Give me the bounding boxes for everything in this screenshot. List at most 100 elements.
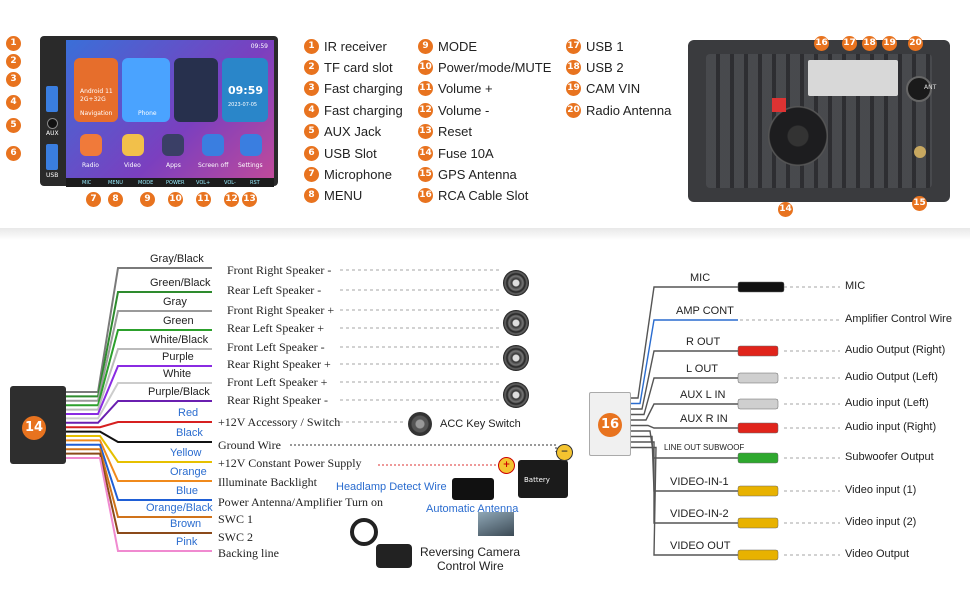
rca-wire (629, 350, 738, 410)
settings-icon (240, 134, 262, 156)
legend-label: Microphone (324, 166, 392, 182)
antenna-car-icon (478, 512, 514, 536)
rca-wire (629, 377, 738, 416)
usb-port-icon (46, 86, 58, 112)
rca-line-label: VIDEO-IN-1 (670, 476, 729, 488)
harness-wire (66, 310, 212, 402)
legend-number-badge: 13 (418, 124, 433, 140)
legend-label: AUX Jack (324, 124, 382, 140)
callout-5: 5 (6, 118, 21, 133)
harness-wire (66, 448, 212, 518)
rca-wire (629, 435, 738, 492)
rca-function-label: Amplifier Control Wire (845, 313, 952, 325)
legend-label: CAM VIN (586, 81, 641, 97)
callout-2: 2 (6, 54, 21, 69)
harness-wire (66, 457, 212, 552)
wire-color-label: Gray (163, 296, 187, 308)
wire-color-label: Purple/Black (148, 386, 210, 398)
legend-number-badge: 11 (418, 81, 433, 97)
wire-function-label: Illuminate Backlight (218, 475, 317, 489)
rca-connector-port (808, 60, 898, 96)
wire-color-label: Purple (162, 351, 194, 363)
app-phone-label: Phone (138, 110, 157, 117)
wire-function-label: Front Left Speaker + (227, 375, 328, 389)
wire-function-label: +12V Constant Power Supply (218, 456, 362, 470)
callout-10: 10 (168, 192, 183, 207)
rca-function-label: MIC (845, 280, 866, 292)
wire-function-label: +12V Accessory / Switch (218, 415, 341, 429)
minus-icon: − (556, 444, 573, 461)
rca-plug-icon (737, 345, 779, 357)
legend-label: Radio Antenna (586, 102, 672, 118)
wire-function-label: Rear Left Speaker + (227, 321, 325, 335)
video-icon (122, 134, 144, 156)
wire-function-label: Front Right Speaker + (227, 303, 335, 317)
rca-wire (629, 403, 738, 421)
acc-key-icon (408, 412, 432, 436)
voldown-button-label: VOL- (224, 180, 236, 186)
rca-plug-icon (737, 517, 779, 529)
battery-label: Battery (524, 476, 550, 484)
rca-plug-icon (737, 485, 779, 497)
callout-3: 3 (6, 72, 21, 87)
legend-label: MENU (324, 188, 363, 204)
aux-label: AUX (46, 130, 59, 137)
navigation-tile: Android 11 2G+32G Navigation (74, 58, 118, 122)
wire-color-label: Pink (176, 536, 198, 548)
wire-function-label: Rear Right Speaker - (227, 393, 328, 407)
wire-color-label: Blue (176, 485, 199, 497)
legend-number-badge: 10 (418, 59, 433, 75)
legend-label: RCA Cable Slot (438, 188, 529, 204)
wire-color-label: Green (163, 315, 194, 327)
legend-label: TF card slot (324, 59, 393, 75)
camera-label-1: Reversing Camera (420, 545, 521, 559)
rst-button-label: RST (250, 180, 260, 186)
wire-function-label: Power Antenna/Amplifier Turn on (218, 495, 383, 509)
legend-label: Volume + (438, 81, 493, 97)
legend-label: USB 1 (586, 38, 624, 54)
rca-line-label: AUX L IN (680, 389, 726, 401)
status-time: 09:59 (250, 43, 268, 50)
harness-wire (66, 291, 212, 398)
rca-function-label: Subwoofer Output (845, 451, 934, 463)
legend-label: IR receiver (324, 38, 387, 54)
app-screen-off-label: Screen off (198, 162, 229, 169)
callout-8: 8 (108, 192, 123, 207)
callout-13: 13 (242, 192, 257, 207)
headlamp-icon (452, 478, 494, 500)
mode-button-label: MODE (138, 180, 154, 186)
callout-7: 7 (86, 192, 101, 207)
rca-wire (629, 286, 738, 399)
rca-plug-icon (737, 452, 779, 464)
legend-number-badge: 3 (304, 81, 319, 97)
rca-plug-icon (737, 422, 779, 434)
legend-label: Volume - (438, 102, 490, 118)
harness-wire (66, 267, 212, 393)
rca-wire (629, 424, 738, 429)
wire-color-label: Gray/Black (150, 253, 204, 265)
harness-connector-badge: 14 (22, 416, 46, 440)
rca-function-label: Audio input (Right) (845, 421, 937, 433)
callout-4: 4 (6, 95, 21, 110)
harness-wire (66, 329, 212, 407)
speaker-icon-rear-right (503, 382, 529, 408)
rca-plug-icon (737, 398, 779, 410)
rca-function-label: Audio Output (Left) (845, 371, 938, 383)
clock-text: 09:59 (228, 84, 264, 97)
harness-wire (66, 443, 212, 501)
callout-9: 9 (140, 192, 155, 207)
app-video-label: Video (124, 162, 141, 169)
wire-function-label: Backing line (218, 546, 279, 560)
app-navigation-label: Navigation (80, 110, 113, 117)
rca-line-label: MIC (690, 272, 711, 284)
clock-date: 2023-07-05 (228, 102, 258, 108)
wire-function-label: Ground Wire (218, 438, 281, 452)
legend-label: Fuse 10A (438, 145, 494, 161)
